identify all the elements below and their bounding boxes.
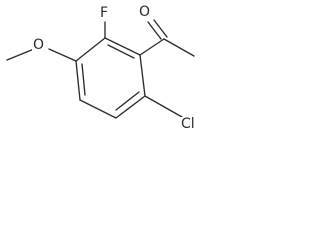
bond-chlorine — [144, 95, 183, 118]
molecule-structure-diagram: O F O Cl — [0, 0, 216, 138]
bond-ring-4 — [79, 99, 117, 119]
bond-ring-3 — [115, 95, 146, 119]
bond-ring-inner-2 — [115, 91, 140, 111]
keto-oxygen-label: O — [138, 4, 152, 20]
bond-ring-1 — [104, 37, 141, 56]
chlorine-label: Cl — [180, 116, 196, 132]
bond-ring-inner-3 — [81, 63, 86, 96]
bond-ring-2 — [139, 54, 146, 97]
bond-ring-5 — [75, 60, 81, 101]
bond-carbonyl-double-1 — [147, 21, 162, 40]
bond-methoxy-ring — [48, 48, 77, 62]
bond-methyl — [163, 38, 195, 57]
bond-ring-6 — [75, 37, 106, 62]
bond-ring-inner-1 — [107, 44, 135, 59]
methoxy-oxygen-label: O — [32, 37, 46, 53]
bond-carbonyl-double-2 — [153, 19, 168, 38]
bond-methoxy-methyl — [6, 48, 35, 61]
fluorine-label: F — [99, 5, 110, 21]
molecule-bonds-svg — [6, 19, 195, 119]
bond-carbonyl-carbon — [139, 38, 165, 56]
